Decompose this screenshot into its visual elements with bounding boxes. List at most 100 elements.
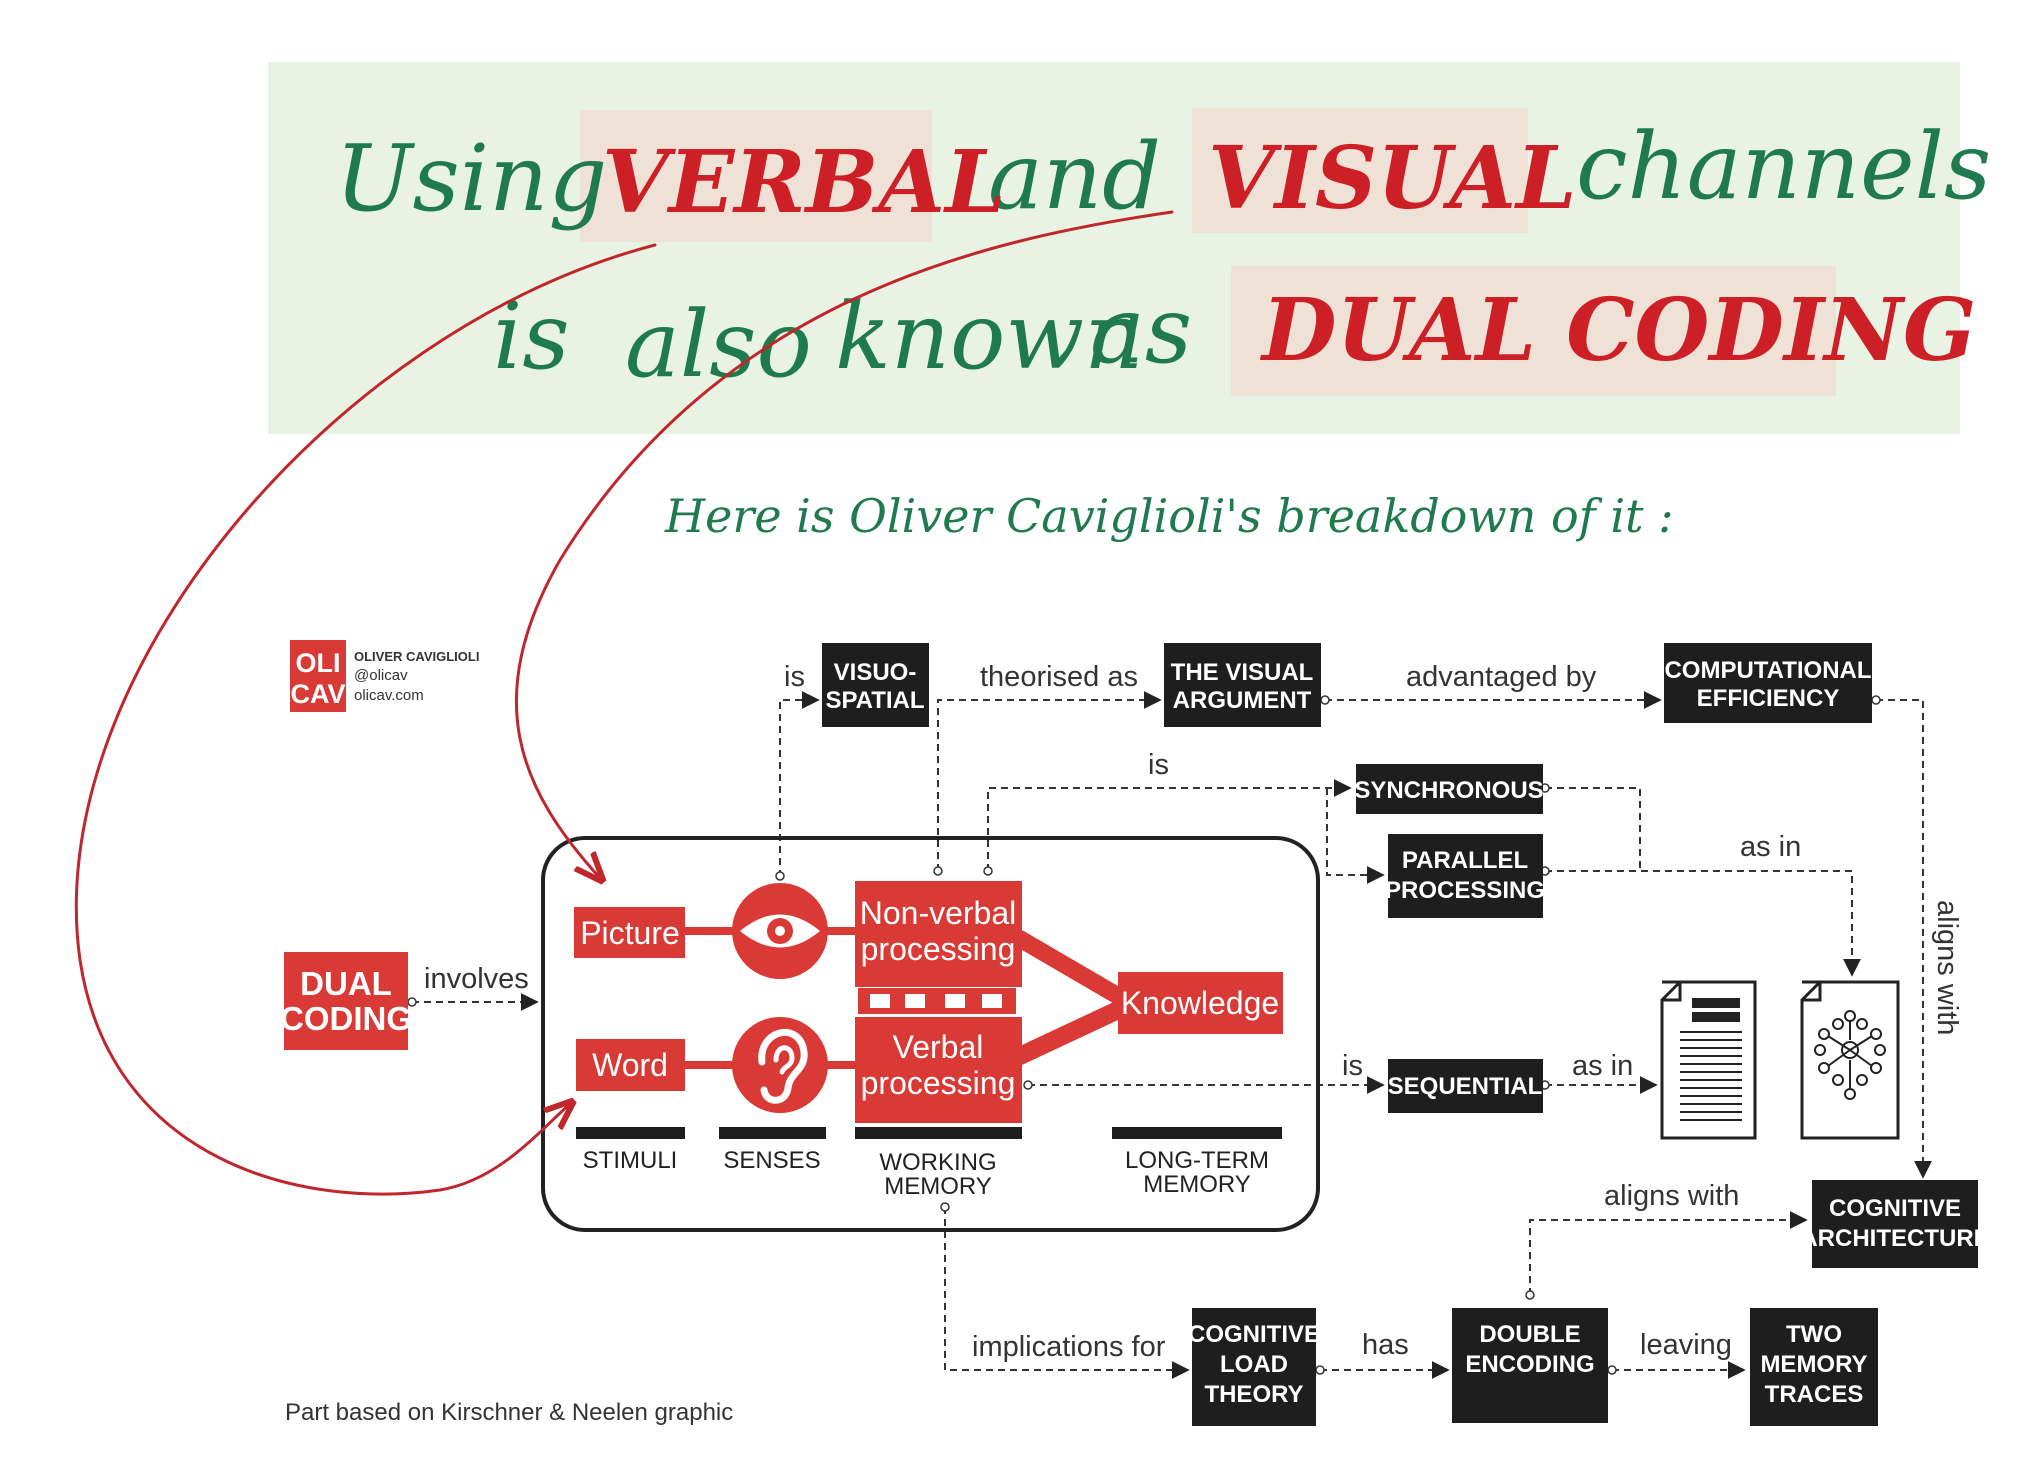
long-term-memory-line-1: LONG-TERM (1125, 1147, 1269, 1174)
logo-mark-top: OLI (296, 648, 341, 678)
label-has: has (1362, 1329, 1409, 1361)
cognitive-architecture-line-1: COGNITIVE (1829, 1195, 1961, 1222)
label-theorised-as: theorised as (980, 661, 1138, 693)
two-memory-traces-line-3: TRACES (1765, 1381, 1864, 1408)
working-memory-line-2: MEMORY (884, 1173, 992, 1200)
heading-word-visual: VISUAL (1208, 128, 1577, 229)
logo-mark (290, 640, 346, 712)
cognitive-load-theory-line-1: COGNITIVE (1188, 1321, 1320, 1348)
word-label: Word (592, 1047, 668, 1083)
cognitive-load-theory-line-3: THEORY (1204, 1381, 1303, 1408)
link-chain-gap-1 (870, 994, 890, 1008)
link-eye-nonverbal (820, 927, 855, 935)
two-memory-traces-box (1750, 1308, 1878, 1426)
stimuli-label: STIMULI (583, 1147, 678, 1174)
dual-coding-box (284, 952, 408, 1050)
logo-site: olicav.com (354, 687, 424, 704)
edge-aligns-with-arch (1529, 1211, 1808, 1295)
nonverbal-line-2: processing (861, 931, 1016, 967)
link-chain-gap-3 (945, 994, 965, 1008)
label-as-in-sequential: as in (1572, 1050, 1633, 1082)
hand-arrow-visual-to-picture (514, 210, 1174, 878)
picture-box (574, 907, 685, 958)
stimuli-bar (576, 1127, 685, 1139)
logo-name: OLIVER CAVIGLIOLI (354, 649, 479, 664)
port-nonverbal-2 (983, 866, 993, 876)
port-visual-argument (1320, 695, 1330, 705)
working-memory-line-1: WORKING (879, 1149, 996, 1176)
parallel-processing-line-2: PROCESSING (1385, 877, 1545, 904)
logo-mark-bottom: CAV (290, 679, 345, 709)
edge-theorised-as (937, 691, 1162, 871)
subheading: Here is Oliver Caviglioli's breakdown of… (664, 489, 1674, 543)
cognitive-architecture-line-2: ARCHITECTURE (1800, 1225, 1989, 1252)
port-working-memory (940, 1202, 950, 1212)
verbal-box (855, 1017, 1022, 1123)
highlight-visual (1192, 108, 1528, 233)
synchronous-label: SYNCHRONOUS (1354, 777, 1543, 804)
link-nonverbal-knowledge (1022, 930, 1118, 1006)
word-box (576, 1039, 685, 1091)
heading-word-dual-coding: DUAL CODING (1259, 280, 1976, 381)
heading-word-using: Using (335, 125, 607, 232)
computational-efficiency-box (1664, 643, 1872, 723)
label-is-sequential: is (1342, 1050, 1363, 1082)
visual-argument-box (1164, 643, 1321, 727)
edge-is-parallel (1326, 788, 1385, 884)
hand-arrow-verbal-to-word (74, 243, 657, 1196)
knowledge-box (1118, 972, 1283, 1034)
heading-word-verbal: VERBAL (602, 132, 1006, 233)
label-is-visuo: is (784, 661, 805, 693)
edge-is-synchronous (987, 779, 1352, 871)
edge-parallel-as-in (1545, 870, 1861, 977)
port-computational (1871, 695, 1881, 705)
double-encoding-line-2: ENCODING (1465, 1351, 1594, 1378)
label-advantaged-by: advantaged by (1406, 661, 1597, 693)
link-verbal-knowledge (1022, 1000, 1118, 1065)
double-encoding-line-1: DOUBLE (1479, 1321, 1580, 1348)
visuo-spatial-box (822, 643, 929, 727)
verbal-line-2: processing (861, 1065, 1016, 1101)
cognitive-architecture-box (1812, 1180, 1978, 1268)
visuo-spatial-line-2: SPATIAL (825, 687, 924, 714)
knowledge-label: Knowledge (1121, 985, 1279, 1021)
heading-word-as: as (1090, 277, 1192, 384)
memory-model-frame (541, 836, 1320, 1232)
computational-efficiency-line-2: EFFICIENCY (1697, 685, 1840, 712)
synchronous-box (1356, 764, 1543, 814)
picture-label: Picture (580, 915, 680, 951)
heading-word-and: and (988, 123, 1161, 230)
label-aligns-with-vertical: aligns with (1931, 900, 1963, 1035)
eye-icon (732, 883, 828, 979)
nonverbal-line-1: Non-verbal (860, 895, 1017, 931)
highlight-verbal (580, 110, 932, 242)
logo-handle: @olicav (354, 667, 408, 684)
two-memory-traces-line-1: TWO (1786, 1321, 1842, 1348)
sequential-box (1388, 1059, 1543, 1113)
label-is-sync: is (1148, 749, 1169, 781)
sequential-label: SEQUENTIAL (1388, 1073, 1543, 1100)
dual-coding-line-1: DUAL (300, 965, 392, 1002)
parallel-processing-line-1: PARALLEL (1402, 847, 1528, 874)
edge-synchronous-as-in (1545, 787, 1641, 868)
edge-implications-for (944, 1207, 1190, 1379)
link-chain-gap-4 (982, 994, 1002, 1008)
link-ear-verbal (820, 1061, 855, 1069)
heading-word-channels: channels (1576, 113, 1991, 220)
cognitive-load-theory-line-2: LOAD (1220, 1351, 1288, 1378)
heading-word-is: is (493, 283, 570, 390)
edge-aligns-with-vertical (1876, 699, 1932, 1179)
port-nonverbal-1 (933, 866, 943, 876)
link-word-ear (685, 1061, 740, 1069)
label-aligns-with-arch: aligns with (1604, 1180, 1739, 1212)
nonverbal-box (855, 881, 1022, 987)
highlight-dual-coding (1231, 266, 1836, 396)
parallel-processing-box (1388, 834, 1543, 918)
visuo-spatial-line-1: VISUO- (834, 659, 917, 686)
working-memory-bar (855, 1127, 1022, 1139)
concept-map-document-icon (1800, 980, 1900, 1140)
heading-word-known: known (835, 283, 1143, 390)
label-leaving: leaving (1640, 1329, 1732, 1361)
port-clt (1315, 1365, 1325, 1375)
senses-label: SENSES (723, 1147, 820, 1174)
